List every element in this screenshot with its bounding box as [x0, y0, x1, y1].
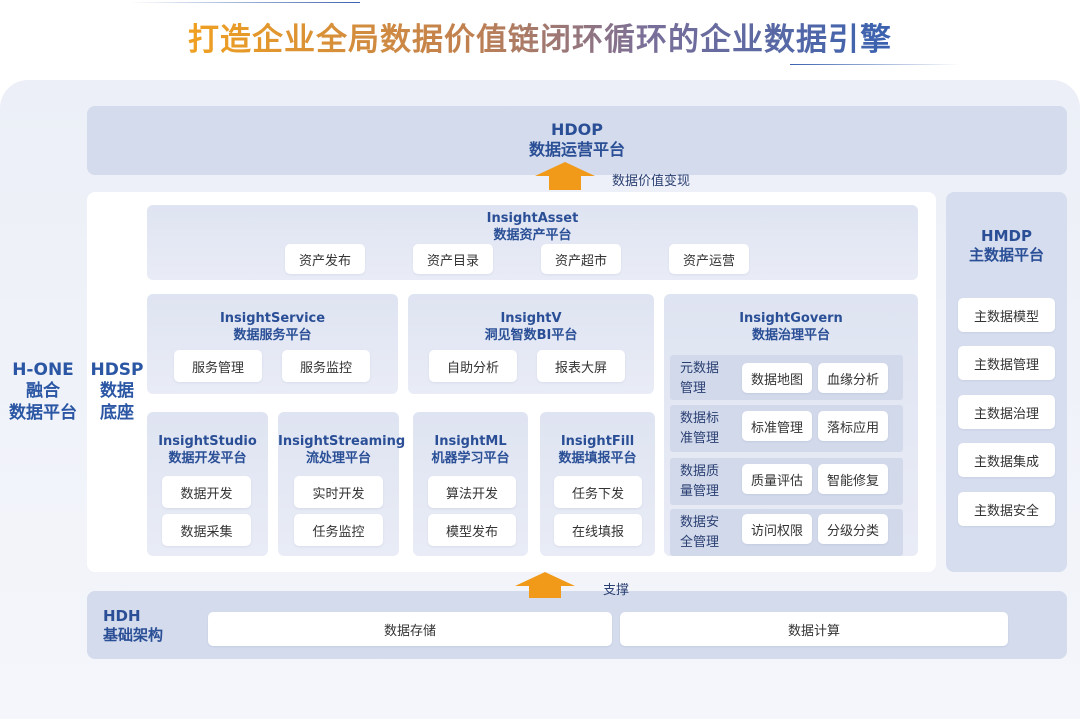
row-label: 元数据管理	[680, 361, 720, 396]
md-security-button[interactable]: 主数据安全	[958, 492, 1055, 526]
service-monitor-button[interactable]: 服务监控	[282, 350, 370, 382]
md-management-button[interactable]: 主数据管理	[958, 346, 1055, 380]
asset-market-button[interactable]: 资产超市	[541, 244, 621, 274]
arrow-shaft	[549, 176, 581, 190]
asset-operation-button[interactable]: 资产运营	[669, 244, 749, 274]
model-publish-button[interactable]: 模型发布	[428, 514, 516, 546]
data-compute-button[interactable]: 数据计算	[620, 612, 1008, 646]
title-decoration	[790, 64, 960, 65]
md-governance-button[interactable]: 主数据治理	[958, 395, 1055, 429]
algorithm-development-button[interactable]: 算法开发	[428, 476, 516, 508]
standard-management-button[interactable]: 标准管理	[742, 411, 812, 441]
asset-catalog-button[interactable]: 资产目录	[413, 244, 493, 274]
report-screen-button[interactable]: 报表大屏	[537, 350, 625, 382]
standard-application-button[interactable]: 落标应用	[818, 411, 888, 441]
data-collection-button[interactable]: 数据采集	[162, 514, 251, 546]
self-analysis-button[interactable]: 自助分析	[429, 350, 517, 382]
md-model-button[interactable]: 主数据模型	[958, 298, 1055, 332]
task-monitor-button[interactable]: 任务监控	[294, 514, 383, 546]
row-label: 数据质量管理	[680, 464, 720, 499]
row-label: 数据安全管理	[680, 515, 720, 550]
service-management-button[interactable]: 服务管理	[174, 350, 262, 382]
classification-button[interactable]: 分级分类	[818, 514, 888, 544]
arrow-shaft	[529, 586, 561, 598]
insightasset-card: InsightAsset 数据资产平台	[147, 205, 918, 280]
access-permission-button[interactable]: 访问权限	[742, 514, 812, 544]
arrow-up-icon	[515, 572, 575, 586]
page-title: 打造企业全局数据价值链闭环循环的企业数据引擎	[188, 22, 892, 58]
lineage-analysis-button[interactable]: 血缘分析	[818, 363, 888, 393]
data-storage-button[interactable]: 数据存储	[208, 612, 612, 646]
realtime-development-button[interactable]: 实时开发	[294, 476, 383, 508]
task-dispatch-button[interactable]: 任务下发	[554, 476, 642, 508]
smart-repair-button[interactable]: 智能修复	[818, 464, 888, 494]
quality-assessment-button[interactable]: 质量评估	[742, 464, 812, 494]
md-integration-button[interactable]: 主数据集成	[958, 443, 1055, 477]
title-decoration	[130, 2, 360, 3]
support-label: 支撑	[603, 583, 630, 598]
data-map-button[interactable]: 数据地图	[742, 363, 812, 393]
arrow-up-icon	[535, 162, 595, 176]
value-realization-label: 数据价值变现	[612, 174, 691, 189]
online-fill-button[interactable]: 在线填报	[554, 514, 642, 546]
asset-publish-button[interactable]: 资产发布	[285, 244, 365, 274]
data-development-button[interactable]: 数据开发	[162, 476, 251, 508]
row-label: 数据标准管理	[680, 411, 720, 446]
